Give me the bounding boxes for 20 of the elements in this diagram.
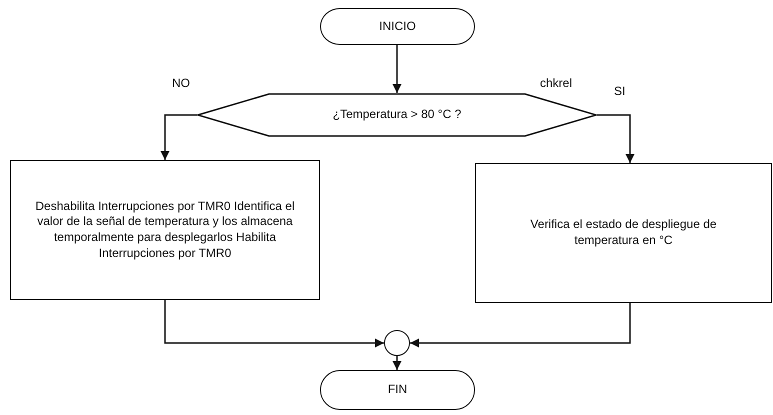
decision-hexagon bbox=[197, 93, 597, 137]
node-text: Deshabilita Interrupciones por TMR0 Identifica el valor de la señal de temperatura y los almacena temporalmente para desplegarlos Habilita Interrupciones por TMR0 bbox=[34, 198, 296, 262]
note-text: chkrel bbox=[538, 76, 574, 90]
terminal-shape bbox=[320, 8, 475, 45]
circle-node bbox=[384, 330, 410, 356]
process-box bbox=[10, 160, 320, 300]
arrow bbox=[392, 45, 402, 93]
arrow bbox=[410, 303, 631, 348]
arrow bbox=[164, 300, 384, 348]
arrow bbox=[160, 114, 197, 160]
process-box bbox=[475, 163, 772, 303]
terminal-shape bbox=[320, 370, 475, 410]
node-text: FIN bbox=[388, 382, 408, 398]
arrow bbox=[392, 356, 402, 370]
edge-label: SI bbox=[612, 84, 628, 98]
edge-label: NO bbox=[170, 76, 192, 90]
node-text: Verifica el estado de despliegue de temperatura en °C bbox=[529, 217, 718, 249]
node-text: ¿Temperatura > 80 °C ? bbox=[332, 107, 462, 123]
node-text: INICIO bbox=[379, 18, 416, 34]
arrow bbox=[597, 114, 634, 163]
